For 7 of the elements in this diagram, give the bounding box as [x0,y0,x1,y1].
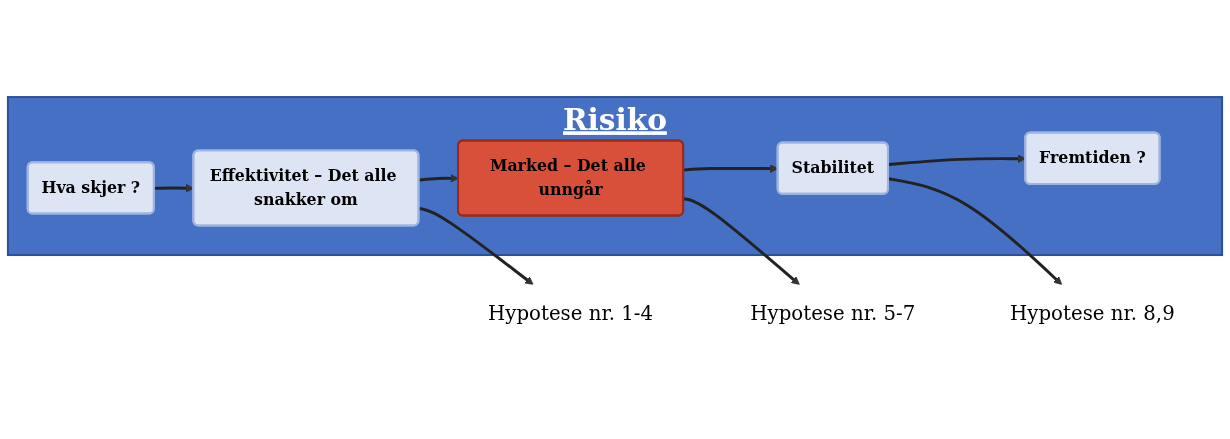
node-text: Hypotese nr. 1-4 [488,301,654,326]
arrow [418,174,459,183]
node-text: Hypotese nr. 8,9 [1010,301,1175,326]
arrow [683,197,800,286]
node-text: Hypotese nr. 5-7 [750,301,916,326]
arrow [888,177,1063,286]
arrow [418,207,534,286]
